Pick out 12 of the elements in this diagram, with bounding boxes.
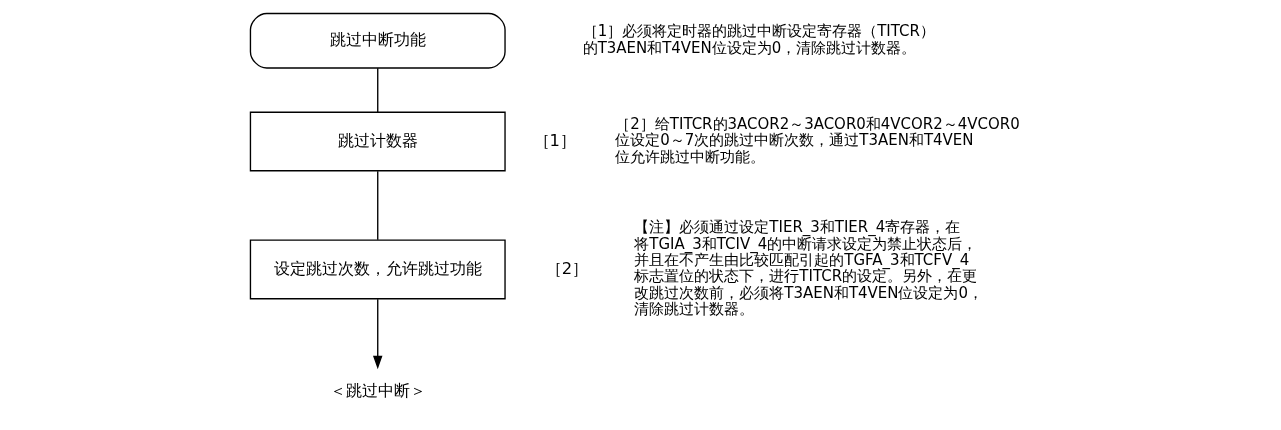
node-box: 跳过中断功能 — [249, 12, 506, 69]
label: ［2］给TITCR的3ACOR2～3ACOR0和4VCOR2～4VCOR0位设定0～7次的跳过中断次数，通过T3AEN和T4VEN位允许跳过中断功能。 — [615, 114, 1020, 166]
label: 【注】必须通过设定TIER_3和TIER_4寄存器，在将TGIA_3和TCIV_4的中断请求设定为禁止状态后，并且在不产生由比较匹配引起的TGFA_3和TCFV_4标志置位的状态下，进行TITCR的设定。另外，在更改跳过次数前，必须将T3AEN和T4VEN位设定为0，清除跳过计数器。 — [634, 218, 984, 319]
arrow — [372, 298, 383, 370]
node-box: 跳过计数器 — [249, 111, 506, 172]
connector — [377, 67, 379, 113]
node-text: ＜跳过中断＞ — [329, 381, 426, 401]
label: ［1］必须将定时器的跳过中断设定寄存器（TITCR）的T3AEN和T4VEN位设定为0，清除跳过计数器。 — [582, 22, 935, 57]
connector — [377, 170, 379, 241]
node-box: 设定跳过次数，允许跳过功能 — [249, 239, 506, 300]
node-label: ［1］ — [533, 130, 576, 150]
node-label: ［2］ — [545, 258, 589, 278]
